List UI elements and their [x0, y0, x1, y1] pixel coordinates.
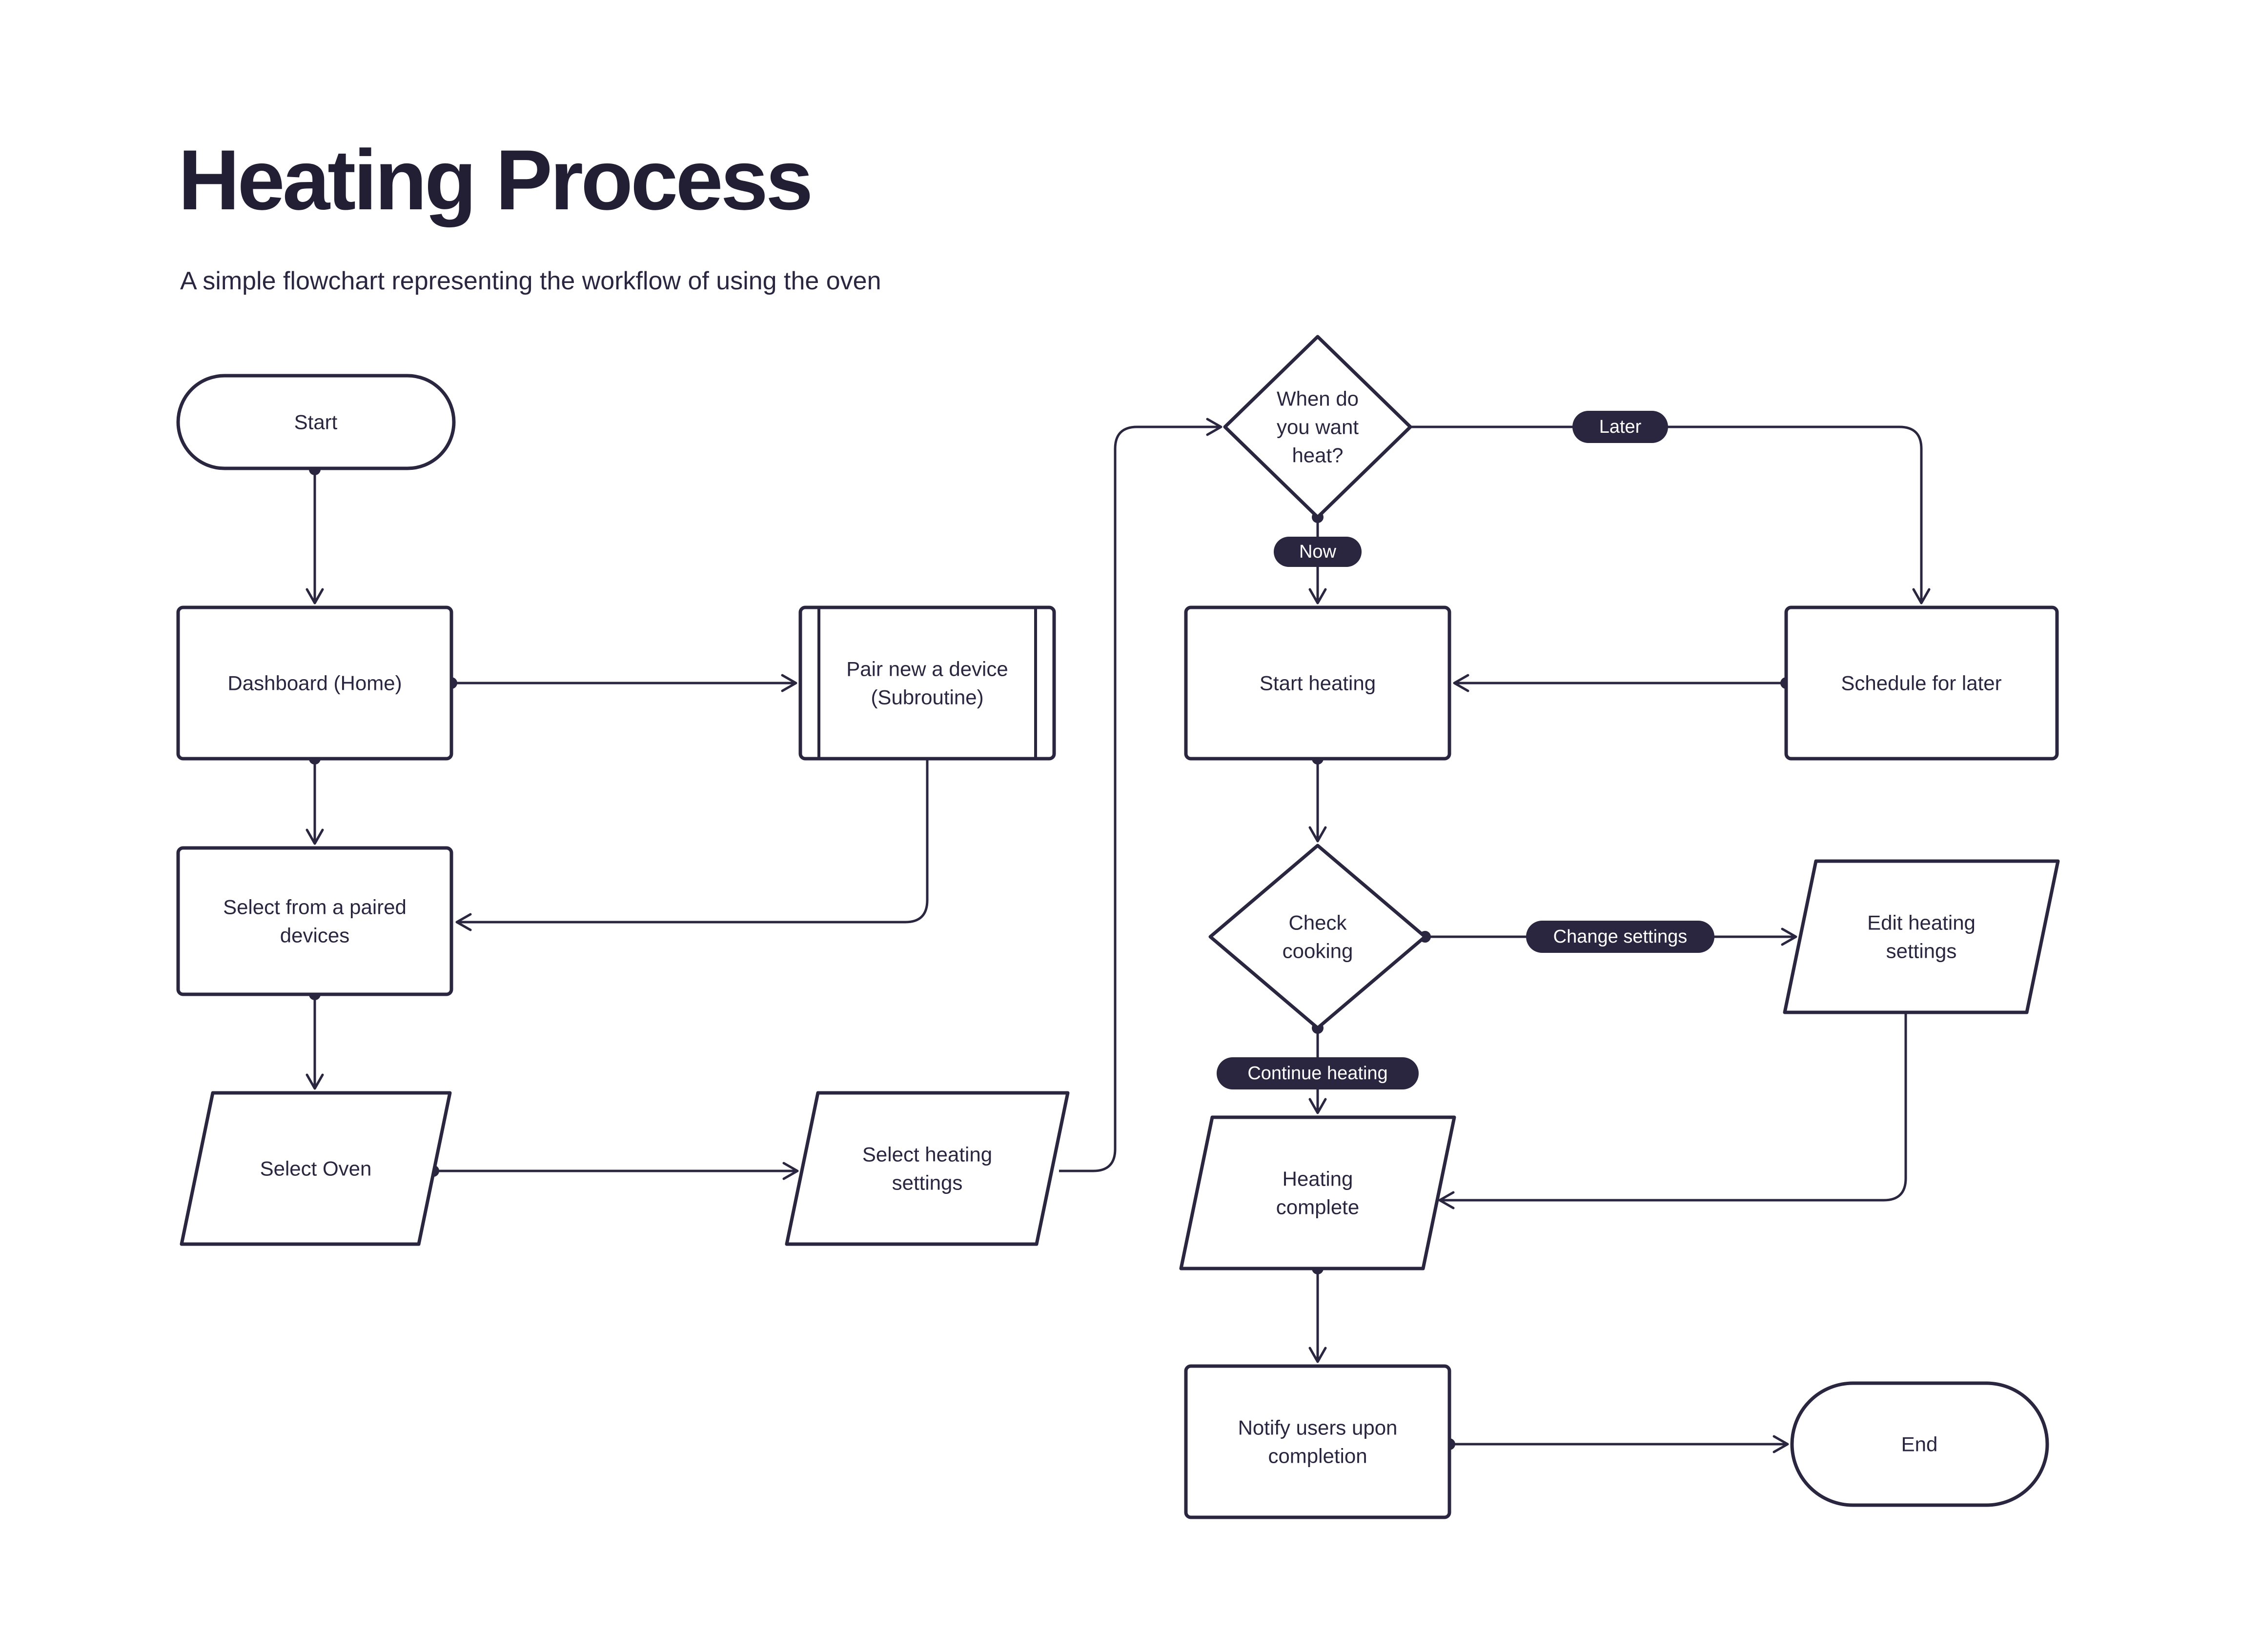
node-label: When do: [1277, 387, 1359, 410]
node-label: Schedule for later: [1841, 672, 2001, 695]
edge-label-pill: [1274, 537, 1362, 567]
edge-label-text: Now: [1299, 542, 1337, 562]
node-label: devices: [280, 924, 349, 947]
edge-label-text: Continue heating: [1247, 1063, 1387, 1084]
when-heat-diamond-shape: [1223, 335, 1412, 519]
edge-when-heat-to-schedule-later: [1410, 425, 1931, 604]
node-start[interactable]: Start: [176, 374, 456, 470]
node-label: Heating: [1283, 1168, 1353, 1190]
heating-complete-parallelogram-shape: [1179, 1115, 1456, 1270]
edge-label-continue-heating[interactable]: Continue heating: [1217, 1057, 1419, 1089]
edge-edit-settings-to-heating-complete: [1438, 1013, 1907, 1209]
node-select-paired[interactable]: Select from a paired devices: [176, 846, 453, 996]
start-heating-rect-shape: [1184, 605, 1451, 761]
check-cooking-diamond-shape: [1208, 844, 1427, 1030]
node-notify[interactable]: Notify users upon completion: [1184, 1364, 1451, 1519]
node-label: Pair new a device: [846, 658, 1008, 681]
page-subtitle: A simple flowchart representing the work…: [180, 267, 881, 295]
edge-label-pill: [1526, 921, 1714, 953]
node-check-cooking[interactable]: Check cooking: [1208, 844, 1427, 1030]
node-label: Check: [1288, 911, 1347, 934]
edge-label-later[interactable]: Later: [1572, 411, 1668, 443]
node-label: Select from a paired: [223, 896, 407, 919]
select-heating-parallelogram-shape: [785, 1091, 1070, 1246]
edge-pair-device-to-select-paired: [455, 760, 929, 931]
node-start-heating[interactable]: Start heating: [1184, 605, 1451, 761]
node-label: Edit heating: [1867, 911, 1976, 934]
node-label: you want: [1277, 416, 1359, 439]
node-label: Start: [294, 411, 338, 434]
select-paired-rect-shape: [176, 846, 453, 996]
node-heating-complete[interactable]: Heating complete: [1179, 1115, 1456, 1270]
node-label: Notify users upon: [1238, 1416, 1398, 1439]
node-schedule[interactable]: Schedule for later: [1784, 605, 2059, 761]
dashboard-rect-shape: [176, 605, 453, 761]
node-end[interactable]: End: [1790, 1381, 2049, 1507]
header: Heating Process A simple flowchart repre…: [178, 138, 881, 296]
node-when-heat[interactable]: When do you want heat?: [1223, 335, 1412, 519]
edge-label-change-settings[interactable]: Change settings: [1526, 921, 1714, 953]
edge-label-pill: [1572, 411, 1668, 443]
edge-label-text: Change settings: [1553, 927, 1688, 947]
node-label: Select heating: [862, 1143, 992, 1166]
node-label: Dashboard (Home): [227, 672, 402, 695]
page-title: Heating Process: [178, 133, 813, 228]
node-label: Start heating: [1260, 672, 1376, 695]
node-select-heating[interactable]: Select heating settings: [785, 1091, 1070, 1246]
schedule-rect-shape: [1784, 605, 2059, 761]
notify-rect-shape: [1184, 1364, 1451, 1519]
end-stadium-shape: [1790, 1381, 2049, 1507]
node-dashboard[interactable]: Dashboard (Home): [176, 605, 453, 761]
node-label: settings: [1886, 940, 1957, 963]
node-label: settings: [892, 1171, 963, 1194]
node-label: Select Oven: [260, 1157, 372, 1180]
node-label: complete: [1276, 1196, 1359, 1219]
node-label: (Subroutine): [871, 686, 983, 709]
node-select-oven[interactable]: Select Oven: [180, 1091, 452, 1246]
subroutine-rect-shape: [798, 605, 1056, 761]
edge-label-pill: [1217, 1057, 1419, 1089]
node-label: cooking: [1283, 940, 1353, 963]
edge-label-text: Later: [1599, 417, 1642, 437]
edge-label-now[interactable]: Now: [1274, 537, 1362, 567]
edit-settings-parallelogram-shape: [1783, 859, 2060, 1014]
edge-select-heating-to-when-heat: [1059, 418, 1222, 1172]
start-stadium-shape: [176, 374, 456, 470]
node-label: End: [1901, 1433, 1938, 1456]
node-label: heat?: [1292, 444, 1343, 467]
node-edit-settings[interactable]: Edit heating settings: [1783, 859, 2060, 1014]
node-pair-device[interactable]: Pair new a device (Subroutine): [798, 605, 1056, 761]
node-label: completion: [1268, 1445, 1367, 1468]
select-oven-parallelogram-shape: [180, 1091, 452, 1246]
